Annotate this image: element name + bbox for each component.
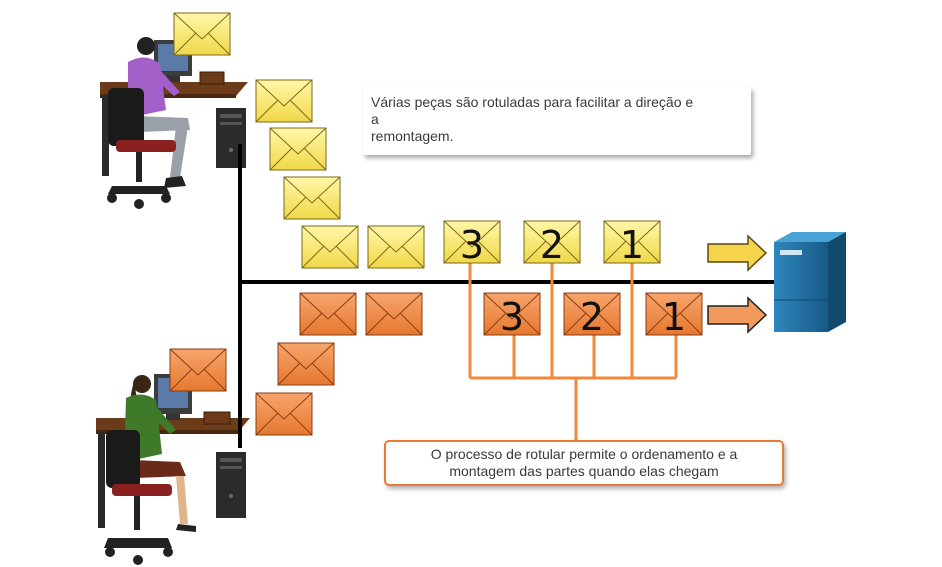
callout-ordering-info: O processo de rotular permite o ordename… [384, 440, 784, 486]
label-bracket [468, 262, 678, 440]
callout-bottom-line2: montagem das partes quando elas chegam [449, 463, 719, 479]
callout-top-line2: a [371, 111, 379, 127]
callout-top-line3: remontagem. [371, 128, 454, 144]
arrow-right-icon [707, 296, 768, 334]
envelope-icon [255, 392, 313, 436]
envelope-icon [299, 292, 357, 336]
yellow-label-3: 3 [460, 223, 484, 267]
envelope-icon [283, 176, 341, 220]
envelope-icon [173, 12, 231, 56]
envelope-icon [255, 79, 313, 123]
envelope-icon [277, 342, 335, 386]
computer-user-female-icon [96, 374, 250, 565]
callout-bottom-line1: O processo de rotular permite o ordename… [430, 446, 738, 462]
envelope-icon [365, 292, 423, 336]
callout-top-line1: Várias peças são rotuladas para facilita… [371, 94, 694, 110]
orange-envelopes [169, 292, 703, 436]
computer-user-male-icon [100, 37, 248, 209]
envelope-icon [301, 225, 359, 269]
envelope-icon [367, 225, 425, 269]
yellow-label-2: 2 [540, 223, 564, 267]
network-wires [238, 144, 790, 448]
yellow-label-1: 1 [620, 223, 644, 267]
server-icon [774, 232, 846, 332]
orange-label-1: 1 [662, 295, 686, 339]
arrow-right-icon [707, 234, 768, 272]
callout-labeling-info: Várias peças são rotuladas para facilita… [363, 87, 751, 155]
sequence-labels: 3 2 1 3 2 1 [460, 223, 686, 339]
envelope-icon [269, 127, 327, 171]
orange-label-2: 2 [580, 295, 604, 339]
orange-label-3: 3 [500, 295, 524, 339]
envelope-icon [169, 348, 227, 392]
